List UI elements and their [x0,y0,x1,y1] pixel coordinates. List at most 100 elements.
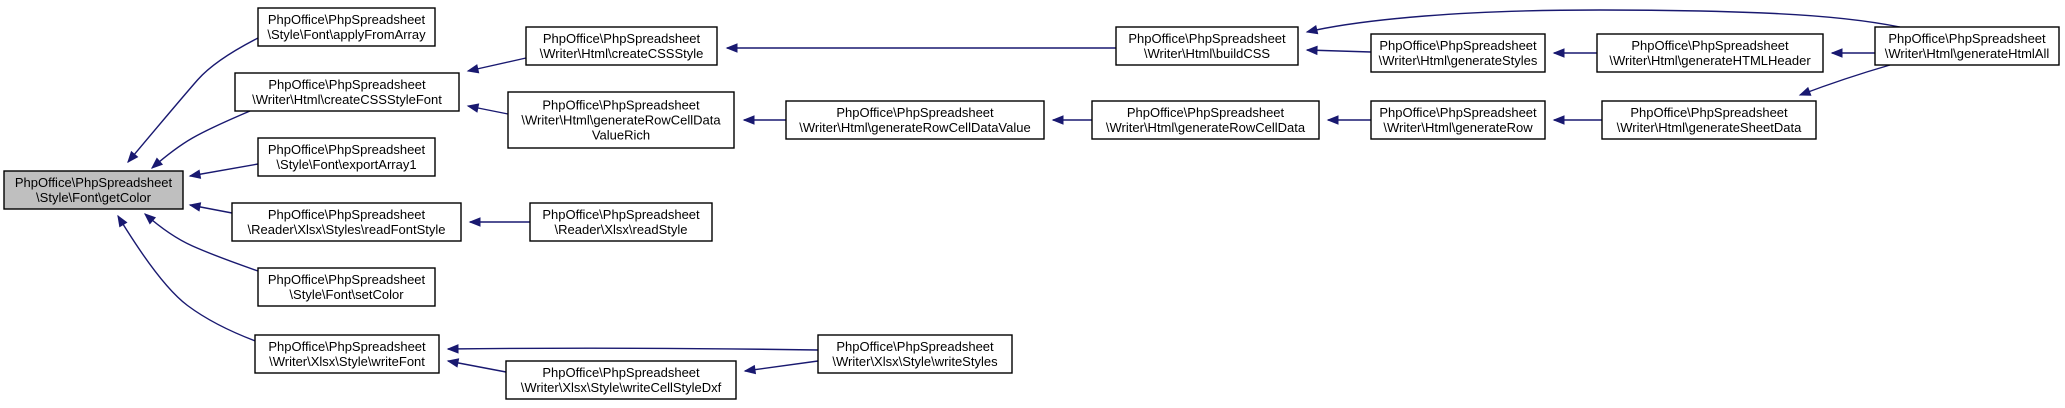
node-label-line: PhpOffice\PhpSpreadsheet [268,77,426,92]
node-apply-from-array[interactable]: PhpOffice\PhpSpreadsheet\Style\Font\appl… [257,7,436,47]
node-export-array1[interactable]: PhpOffice\PhpSpreadsheet\Style\Font\expo… [257,137,436,177]
node-box [257,7,436,47]
edge-build-css-to-create-css-style [725,43,1116,53]
node-label-line: PhpOffice\PhpSpreadsheet [1127,105,1285,120]
node-label-line: ValueRich [592,128,650,143]
node-label-line: \Writer\Html\generateRowCellData [1106,120,1306,135]
edges-layer [117,9,1901,375]
arrowhead-icon [446,344,459,354]
node-create-css-style-font[interactable]: PhpOffice\PhpSpreadsheet\Writer\Html\cre… [234,72,460,112]
node-label-line: PhpOffice\PhpSpreadsheet [268,207,426,222]
arrowhead-icon [1798,86,1812,96]
node-label-line: PhpOffice\PhpSpreadsheet [268,12,426,27]
node-label-line: \Writer\Html\generateRowCellData [521,113,721,128]
edge-line [1306,9,1901,33]
edge-line [447,347,819,351]
edge-create-css-style-to-create-css-style-font [466,57,527,74]
node-label-line: \Style\Font\exportArray1 [276,157,416,172]
node-label-line: \Writer\Html\generateStyles [1379,53,1538,68]
edge-export-array1-to-get-color [188,163,259,179]
node-label-line: \Writer\Xlsx\Style\writeFont [269,354,425,369]
node-read-font-style[interactable]: PhpOffice\PhpSpreadsheet\Reader\Xlsx\Sty… [231,202,462,242]
edge-generate-html-header-to-generate-styles [1552,48,1597,58]
node-generate-sheet-data[interactable]: PhpOffice\PhpSpreadsheet\Writer\Html\gen… [1601,100,1817,140]
arrowhead-icon [725,43,738,53]
edge-write-styles-to-write-cell-style-dxf [743,360,819,375]
node-box [785,100,1045,140]
edge-read-style-to-read-font-style [468,217,530,227]
node-create-css-style[interactable]: PhpOffice\PhpSpreadsheet\Writer\Html\cre… [525,26,718,66]
node-generate-row-cell-data-value[interactable]: PhpOffice\PhpSpreadsheet\Writer\Html\gen… [785,100,1045,140]
node-generate-row-cell-data[interactable]: PhpOffice\PhpSpreadsheet\Writer\Html\gen… [1091,100,1320,140]
node-box [1601,100,1817,140]
node-set-color[interactable]: PhpOffice\PhpSpreadsheet\Style\Font\setC… [257,267,436,307]
arrowhead-icon [188,169,202,179]
edge-apply-from-array-to-get-color [127,37,259,164]
node-write-styles[interactable]: PhpOffice\PhpSpreadsheet\Writer\Xlsx\Sty… [817,334,1013,374]
arrowhead-icon [1552,48,1565,58]
node-box [1370,33,1546,73]
edge-line [151,110,251,169]
node-box [1091,100,1320,140]
edge-read-font-style-to-get-color [188,202,233,214]
node-label-line: PhpOffice\PhpSpreadsheet [268,272,426,287]
node-generate-html-all[interactable]: PhpOffice\PhpSpreadsheet\Writer\Html\gen… [1874,26,2060,66]
node-label-line: PhpOffice\PhpSpreadsheet [1631,38,1789,53]
node-label-line: PhpOffice\PhpSpreadsheet [542,207,700,222]
node-box [529,202,713,242]
edge-generate-sheet-data-to-generate-row [1552,115,1602,125]
edge-set-color-to-get-color [143,213,259,272]
nodes-layer: PhpOffice\PhpSpreadsheet\Style\Font\getC… [3,7,2060,400]
arrowhead-icon [188,202,202,212]
node-generate-html-header[interactable]: PhpOffice\PhpSpreadsheet\Writer\Html\gen… [1596,33,1824,73]
node-generate-styles[interactable]: PhpOffice\PhpSpreadsheet\Writer\Html\gen… [1370,33,1546,73]
node-label-line: \Writer\Html\generateRowCellDataValue [799,120,1030,135]
node-label-line: \Writer\Html\createCSSStyleFont [252,92,442,107]
node-label-line: PhpOffice\PhpSpreadsheet [1128,31,1286,46]
node-build-css[interactable]: PhpOffice\PhpSpreadsheet\Writer\Html\bui… [1115,26,1299,66]
arrowhead-icon [743,364,757,375]
node-label-line: PhpOffice\PhpSpreadsheet [1379,105,1537,120]
edge-line [117,215,259,343]
node-label-line: \Reader\Xlsx\readStyle [555,222,688,237]
node-label-line: PhpOffice\PhpSpreadsheet [268,142,426,157]
node-label-line: \Style\Font\getColor [36,190,152,205]
arrowhead-icon [446,358,460,368]
node-label-line: PhpOffice\PhpSpreadsheet [1630,105,1788,120]
node-label-line: \Writer\Html\createCSSStyle [540,46,704,61]
arrowhead-icon [1305,45,1318,56]
arrowhead-icon [1552,115,1565,125]
node-label-line: PhpOffice\PhpSpreadsheet [1888,31,2046,46]
node-box [257,137,436,177]
edge-line [127,37,259,163]
edge-generate-row-cell-data-value-rich-to-create-css-style-font [466,103,509,115]
node-label-line: \Writer\Html\generateRow [1383,120,1533,135]
node-get-color[interactable]: PhpOffice\PhpSpreadsheet\Style\Font\getC… [3,170,184,210]
node-label-line: \Writer\Xlsx\Style\writeStyles [832,354,998,369]
node-write-font[interactable]: PhpOffice\PhpSpreadsheet\Writer\Xlsx\Sty… [254,334,440,374]
node-box [507,91,735,149]
node-box [1874,26,2060,66]
node-box [1115,26,1299,66]
node-label-line: PhpOffice\PhpSpreadsheet [15,175,173,190]
node-label-line: PhpOffice\PhpSpreadsheet [268,339,426,354]
node-box [257,267,436,307]
edge-line [144,213,259,272]
edge-generate-html-all-to-generate-html-header [1830,48,1875,58]
arrowhead-icon [1051,115,1064,125]
edge-generate-row-cell-data-value-to-generate-row-cell-data-value-rich [742,115,786,125]
node-generate-row-cell-data-value-rich[interactable]: PhpOffice\PhpSpreadsheet\Writer\Html\gen… [507,91,735,149]
node-read-style[interactable]: PhpOffice\PhpSpreadsheet\Reader\Xlsx\rea… [529,202,713,242]
node-label-line: \Writer\Xlsx\Style\writeCellStyleDxf [521,380,722,395]
node-box [254,334,440,374]
arrowhead-icon [468,217,481,227]
arrowhead-icon [1830,48,1843,58]
node-box [231,202,462,242]
arrowhead-icon [1326,115,1339,125]
node-label-line: \Style\Font\applyFromArray [267,27,426,42]
node-write-cell-style-dxf[interactable]: PhpOffice\PhpSpreadsheet\Writer\Xlsx\Sty… [505,360,737,400]
edge-generate-styles-to-build-css [1305,45,1372,56]
node-generate-row[interactable]: PhpOffice\PhpSpreadsheet\Writer\Html\gen… [1370,100,1546,140]
node-box [505,360,737,400]
node-label-line: \Writer\Html\buildCSS [1144,46,1271,61]
